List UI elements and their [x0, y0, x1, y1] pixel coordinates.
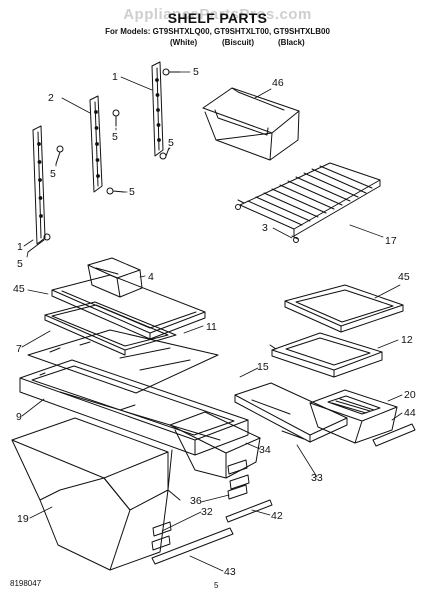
callout-42: 42 [271, 510, 283, 522]
callout-4: 4 [148, 271, 154, 283]
models-line: For Models: GT9SHTXLQ00, GT9SHTXLT00, GT… [105, 27, 330, 36]
wire-shelf [235, 162, 381, 243]
rail-left [32, 125, 46, 245]
page-number: 5 [214, 581, 219, 590]
callout-12: 12 [401, 334, 413, 346]
storage-bin [87, 257, 143, 298]
callout-34: 34 [259, 444, 271, 456]
callout-36: 36 [190, 495, 202, 507]
callout-45: 45 [398, 271, 410, 283]
callout-19: 19 [17, 513, 29, 525]
callout-5: 5 [50, 168, 56, 180]
callout-7: 7 [16, 343, 22, 355]
rail-right [151, 61, 164, 157]
screws [27, 68, 181, 253]
callout-11: 11 [206, 321, 217, 333]
callout-44: 44 [404, 407, 416, 419]
right-shelf-frame [269, 332, 383, 378]
callout-17: 17 [385, 235, 397, 247]
drawer-trim [372, 423, 416, 447]
watermark: AppliancePartsPros.com [123, 6, 312, 23]
callout-1: 1 [112, 71, 118, 83]
callout-15: 15 [257, 361, 269, 373]
callout-1: 1 [17, 241, 23, 253]
shelf-glass-trim [44, 301, 177, 356]
crisper-basket [202, 87, 300, 161]
callout-32: 32 [201, 506, 213, 518]
page-title: SHELF PARTS [167, 10, 268, 26]
variant-black: (Black) [278, 38, 305, 47]
leader-lines [21, 71, 403, 572]
rail-middle [89, 95, 103, 193]
callout-33: 33 [311, 472, 323, 484]
callout-5: 5 [112, 131, 118, 143]
crisper-drawer-left [11, 417, 169, 571]
variant-biscuit: (Biscuit) [222, 38, 254, 47]
callout-46: 46 [272, 77, 284, 89]
callout-5: 5 [168, 137, 174, 149]
callout-45: 45 [13, 283, 25, 295]
callout-43: 43 [224, 566, 236, 578]
callout-5: 5 [129, 186, 135, 198]
callout-labels: 1 2 5 5 5 5 5 1 5 46 3 17 4 45 7 11 9 15… [13, 66, 416, 578]
variant-white: (White) [170, 38, 198, 47]
callout-20: 20 [404, 389, 416, 401]
callout-5: 5 [17, 258, 23, 270]
crisper-cover-frame [19, 359, 249, 456]
meat-drawer [309, 389, 398, 444]
right-shelf-top [284, 284, 404, 333]
drawer-cover [234, 382, 348, 443]
callout-9: 9 [16, 411, 22, 423]
document-code: 8198047 [10, 579, 42, 588]
callout-2: 2 [48, 92, 54, 104]
drawer-slide-parts [151, 459, 273, 565]
callout-3: 3 [262, 222, 268, 234]
shelf-glass-panel [27, 329, 219, 394]
callout-5: 5 [193, 66, 199, 78]
crisper-drawer-right [167, 411, 261, 501]
